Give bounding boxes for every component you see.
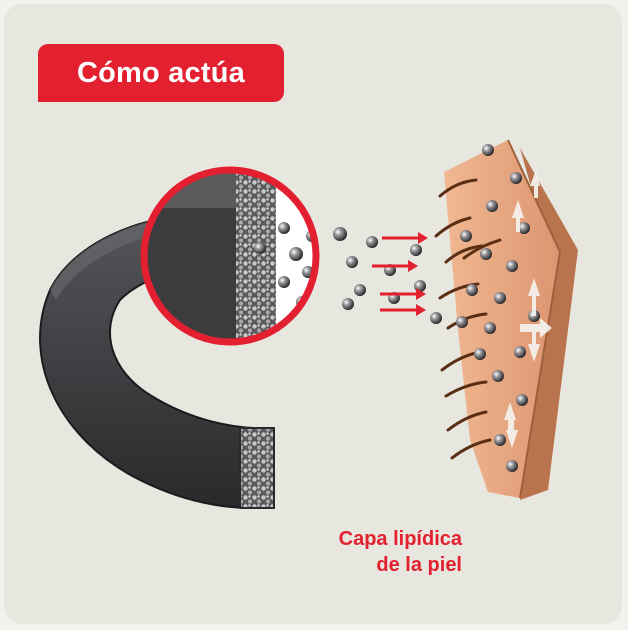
- skin-caption: Capa lipídica de la piel: [339, 526, 462, 578]
- transfer-arrows: [372, 232, 428, 316]
- title-badge: Cómo actúa: [38, 44, 284, 102]
- caption-line-2: de la piel: [376, 554, 462, 576]
- skin-layer: [434, 139, 578, 500]
- title-label: Cómo actúa: [77, 56, 245, 89]
- zoom-magnifier: [140, 166, 320, 346]
- caption-line-1: Capa lipídica: [338, 528, 462, 550]
